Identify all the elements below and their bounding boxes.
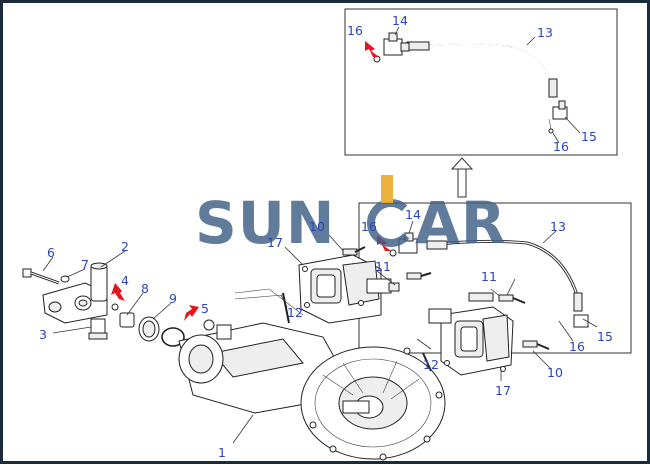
oring-5: [161, 327, 185, 347]
sleeve-2: [90, 264, 108, 302]
callout-14: 14: [405, 207, 421, 222]
top-inset-box: [344, 8, 618, 156]
callout-17: 17: [267, 235, 283, 250]
callout-16: 16: [553, 139, 569, 154]
callout-10: 10: [309, 219, 325, 234]
callout-9: 9: [169, 291, 177, 306]
hose-fitting-top: [406, 41, 430, 51]
callout-2: 2: [121, 239, 129, 254]
callout-16: 16: [361, 219, 377, 234]
watermark-text-left: SUN: [195, 189, 335, 257]
callout-11: 11: [481, 269, 497, 284]
callout-8: 8: [141, 281, 149, 296]
main-hydraulic-pump: [178, 319, 446, 461]
callout-10: 10: [547, 365, 563, 380]
callout-12: 12: [423, 357, 439, 372]
highlight-arrow-5: [184, 305, 199, 321]
callout-15: 15: [597, 329, 613, 344]
callout-12: 12: [287, 305, 303, 320]
washer-7: [60, 275, 70, 283]
callout-1: 1: [218, 445, 226, 460]
callout-14: 14: [392, 13, 408, 28]
plug-8: [119, 312, 135, 328]
regulator-right: [428, 292, 514, 376]
callout-4: 4: [121, 273, 129, 288]
exploded-parts-diagram: SUN AR 14 16 13 15 16 14 16 13 15 16 10 …: [22, 8, 632, 461]
bolt-6: [22, 268, 32, 278]
watermark-text-right: AR: [415, 189, 507, 257]
callout-11: 11: [375, 259, 391, 274]
callout-15: 15: [581, 129, 597, 144]
callout-17: 17: [495, 383, 511, 398]
callout-5: 5: [201, 301, 209, 316]
watermark-accent: [381, 175, 393, 203]
elbow-fitting-15-mid: [573, 314, 589, 328]
callout-7: 7: [81, 257, 89, 272]
callout-3: 3: [39, 327, 47, 342]
callout-13: 13: [550, 219, 566, 234]
callout-6: 6: [47, 245, 55, 260]
suncar-watermark: SUN AR: [195, 175, 507, 257]
highlight-arrow-left: [111, 283, 125, 301]
callout-16: 16: [569, 339, 585, 354]
highlight-arrow-top: [365, 41, 379, 57]
callout-16: 16: [347, 23, 363, 38]
callout-13: 13: [537, 25, 553, 40]
regulator-left: [298, 254, 400, 324]
